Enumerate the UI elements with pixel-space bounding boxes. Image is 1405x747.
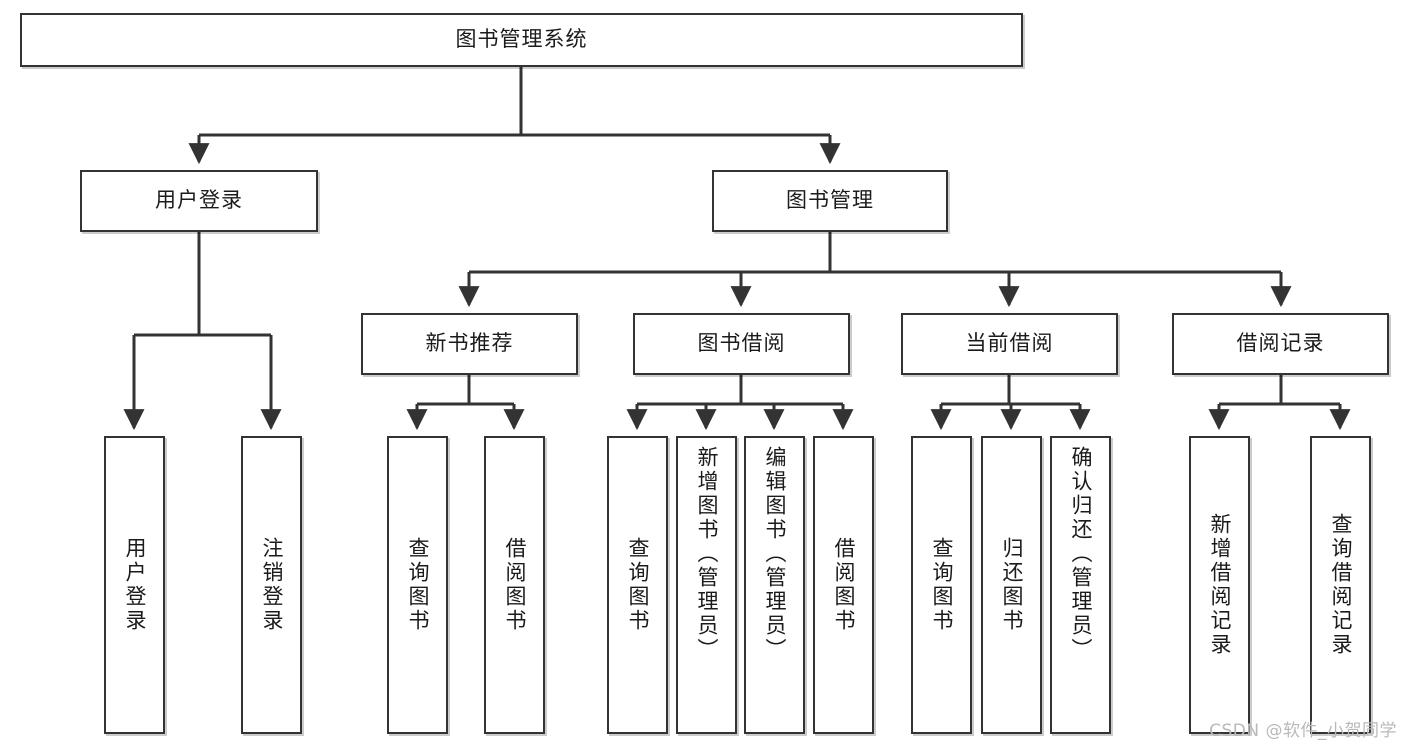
node-leaf-query-book-borrow-label: 查询图书: [626, 537, 650, 633]
node-leaf-query-book-current-label: 查询图书: [930, 537, 954, 633]
node-current-borrow[interactable]: 当前借阅: [901, 313, 1118, 375]
node-leaf-confirm-return-admin-label: 确认归还（管理员）: [1069, 446, 1093, 662]
node-leaf-add-book-admin-label: 新增图书（管理员）: [695, 446, 719, 662]
node-leaf-query-borrow-record-label: 查询借阅记录: [1329, 513, 1353, 657]
node-leaf-add-borrow-record-label: 新增借阅记录: [1208, 513, 1232, 657]
node-leaf-add-borrow-record[interactable]: 新增借阅记录: [1189, 436, 1250, 734]
node-leaf-edit-book-admin-label: 编辑图书（管理员）: [763, 446, 787, 662]
node-leaf-add-book-admin[interactable]: 新增图书（管理员）: [676, 436, 737, 734]
node-leaf-confirm-return-admin[interactable]: 确认归还（管理员）: [1050, 436, 1111, 734]
node-user-login-label: 用户登录: [155, 188, 243, 213]
node-leaf-return-book[interactable]: 归还图书: [981, 436, 1042, 734]
node-borrow-record-label: 借阅记录: [1236, 331, 1325, 356]
node-leaf-query-book-recommend[interactable]: 查询图书: [387, 436, 448, 734]
node-leaf-borrow-book-label: 借阅图书: [832, 537, 856, 633]
node-leaf-logout-label: 注销登录: [260, 537, 284, 633]
node-book-borrow[interactable]: 图书借阅: [633, 313, 850, 375]
node-leaf-borrow-book-recommend[interactable]: 借阅图书: [484, 436, 545, 734]
node-root[interactable]: 图书管理系统: [20, 13, 1023, 67]
node-leaf-user-login-label: 用户登录: [123, 537, 147, 633]
node-current-borrow-label: 当前借阅: [965, 331, 1054, 356]
node-leaf-borrow-book-recommend-label: 借阅图书: [503, 537, 527, 633]
node-book-management-label: 图书管理: [786, 188, 874, 213]
node-new-book-recommend[interactable]: 新书推荐: [361, 313, 578, 375]
node-user-login[interactable]: 用户登录: [80, 170, 318, 232]
node-book-borrow-label: 图书借阅: [697, 331, 786, 356]
node-new-book-recommend-label: 新书推荐: [425, 331, 514, 356]
node-borrow-record[interactable]: 借阅记录: [1172, 313, 1389, 375]
node-book-management[interactable]: 图书管理: [712, 170, 948, 232]
node-leaf-query-book-current[interactable]: 查询图书: [911, 436, 972, 734]
node-leaf-user-login[interactable]: 用户登录: [104, 436, 165, 734]
node-leaf-query-book-borrow[interactable]: 查询图书: [607, 436, 668, 734]
csdn-watermark: CSDN @软件_小贺同学: [1209, 721, 1397, 741]
node-leaf-query-borrow-record[interactable]: 查询借阅记录: [1310, 436, 1371, 734]
node-leaf-edit-book-admin[interactable]: 编辑图书（管理员）: [744, 436, 805, 734]
node-leaf-borrow-book[interactable]: 借阅图书: [813, 436, 874, 734]
node-leaf-return-book-label: 归还图书: [1000, 537, 1024, 633]
node-leaf-logout[interactable]: 注销登录: [241, 436, 302, 734]
node-root-label: 图书管理系统: [455, 27, 588, 52]
node-leaf-query-book-recommend-label: 查询图书: [406, 537, 430, 633]
